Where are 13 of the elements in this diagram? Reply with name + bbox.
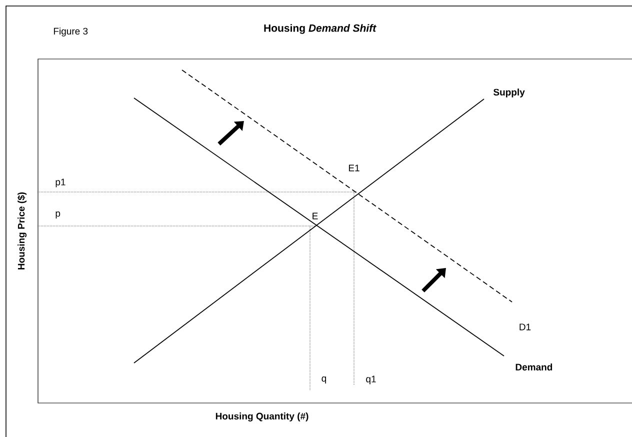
figure-number: Figure 3 bbox=[54, 28, 88, 36]
axis-value-label: q1 bbox=[366, 376, 376, 384]
axis-value-label: q bbox=[322, 376, 326, 384]
axis-title: Housing Price ($) bbox=[17, 192, 27, 270]
point-label: E1 bbox=[348, 164, 360, 172]
axis-value-label: p1 bbox=[56, 178, 66, 188]
point-label: E bbox=[312, 212, 318, 220]
chart-title: Housing Demand Shift bbox=[264, 24, 376, 34]
axis-value-label: p bbox=[56, 211, 60, 219]
curve-label: Supply bbox=[493, 88, 525, 98]
curve-label: D1 bbox=[520, 324, 531, 330]
axis-title: Housing Quantity (#) bbox=[216, 412, 308, 422]
curve-label: Demand bbox=[516, 364, 552, 370]
